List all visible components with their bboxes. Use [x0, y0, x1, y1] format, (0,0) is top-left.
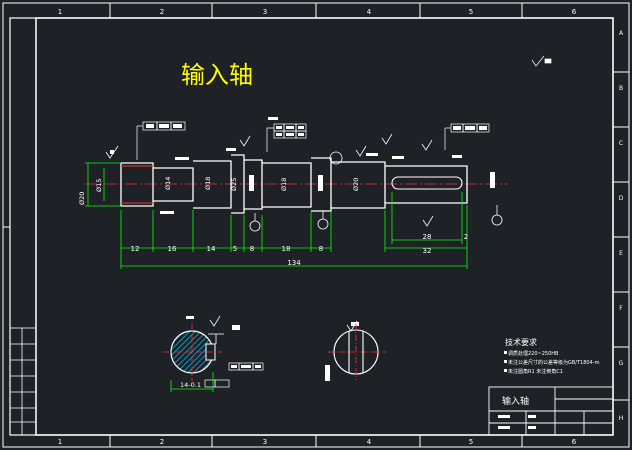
- row-letter: C: [619, 140, 623, 147]
- roughness-marks: [105, 133, 434, 332]
- tolerance-frames: [136, 121, 490, 388]
- title-block-name: 输入轴: [502, 395, 529, 407]
- col-number-bottom: 4: [367, 438, 372, 446]
- row-letter: A: [619, 30, 624, 37]
- row-letter: B: [619, 85, 623, 92]
- segment-length: 12: [131, 245, 140, 253]
- col-number-top: 3: [263, 8, 267, 16]
- row-letter: G: [619, 360, 624, 367]
- row-letter: F: [619, 305, 623, 312]
- note-line: 调质处理220~250HB: [508, 350, 559, 357]
- row-letter: E: [619, 250, 623, 257]
- col-number-bottom: 5: [469, 438, 473, 446]
- col-number-top: 4: [367, 8, 372, 16]
- cross-section-view: [163, 323, 224, 392]
- segment-length: 8: [250, 245, 254, 253]
- diameter-label: Ø15: [95, 179, 103, 192]
- segment-length: 16: [168, 245, 177, 253]
- segment-length: 5: [233, 245, 237, 253]
- total-length: 134: [287, 259, 301, 267]
- col-number-bottom: 2: [160, 438, 164, 446]
- col-number-top: 5: [469, 8, 473, 16]
- col-number-bottom: 1: [58, 438, 62, 446]
- drawing-title: 输入轴: [181, 61, 253, 89]
- title-block-glyphs: [498, 415, 536, 429]
- column-ticks: [3, 3, 629, 447]
- diameter-label: Ø18: [280, 178, 288, 191]
- row-letter: H: [619, 415, 624, 422]
- diameter-label: Ø14: [164, 177, 172, 190]
- inner-border: [35, 17, 614, 436]
- shaft-outline: [120, 154, 468, 214]
- diameter-label: Ø20: [78, 192, 86, 205]
- section-width-label: 14-0.1: [180, 381, 201, 389]
- spline-pitch-lines: [121, 165, 153, 204]
- tolerance-symbols: [146, 124, 487, 368]
- keyway-slot: [391, 176, 463, 190]
- col-number-bottom: 6: [572, 438, 577, 446]
- datum-markers: [249, 151, 503, 232]
- horizontal-dimensions: [85, 162, 468, 269]
- annotation-glyphs: [110, 117, 495, 381]
- end-chamfer: 2: [464, 233, 468, 241]
- note-line: 未注圆角R1 未注倒角C1: [508, 368, 563, 375]
- row-letter: D: [619, 195, 624, 202]
- col-number-top: 2: [160, 8, 164, 16]
- diameter-label: Ø25: [230, 178, 238, 191]
- general-roughness-mark: [531, 55, 552, 67]
- segment-length: 32: [423, 247, 432, 255]
- keyway-length: 28: [423, 233, 432, 241]
- segment-length: 8: [319, 245, 323, 253]
- note-bullets: [504, 351, 507, 372]
- detail-view: [328, 324, 386, 380]
- col-number-bottom: 3: [263, 438, 267, 446]
- diameter-label: Ø20: [352, 178, 360, 191]
- col-number-top: 6: [572, 8, 577, 16]
- col-number-top: 1: [58, 8, 62, 16]
- segment-length: 18: [282, 245, 291, 253]
- segment-length: 14: [207, 245, 216, 253]
- notes-heading: 技术要求: [505, 337, 537, 347]
- diameter-label: Ø18: [204, 177, 212, 190]
- title-block: [488, 386, 614, 436]
- note-line: 未注公差尺寸的公差等级为GB/T1804-m: [508, 359, 600, 366]
- revision-table: [9, 327, 37, 436]
